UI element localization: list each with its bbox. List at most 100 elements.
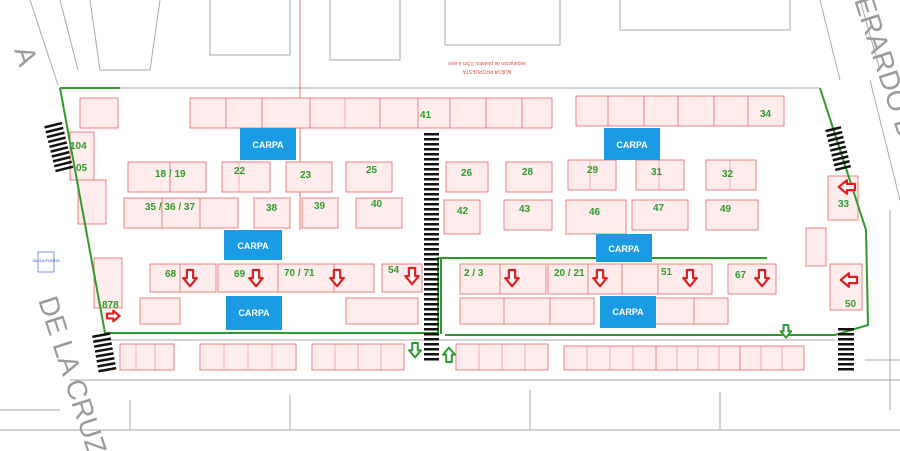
stall-label: 878: [102, 300, 119, 311]
crosswalk-stripe: [424, 203, 439, 206]
small-sign: [37, 251, 55, 273]
crosswalks: [44, 121, 854, 373]
crosswalk-stripe: [424, 198, 439, 201]
crosswalk-stripe: [424, 168, 439, 171]
stall-row: [677, 95, 715, 127]
crosswalk-stripe: [424, 313, 439, 316]
stall-label: 47: [653, 203, 665, 214]
note-line1: NUEVA PROPUESTA: [462, 68, 511, 74]
exit-arrow-icon: [682, 268, 698, 288]
crosswalk-stripe: [424, 238, 439, 241]
exit-arrow-icon: [754, 268, 770, 288]
carpa-label: CARPA: [237, 241, 269, 251]
crosswalk-stripe: [95, 352, 114, 358]
crosswalk-right-bottom: [838, 328, 854, 371]
entry-arrows: [408, 324, 793, 363]
stall-row: [747, 95, 785, 127]
crosswalk-stripe: [98, 366, 117, 373]
stall-row: [713, 95, 749, 127]
stall-row: [575, 95, 609, 127]
carpa-label: CARPA: [238, 308, 270, 318]
crosswalk-stripe: [47, 136, 66, 144]
crosswalk-stripe: [51, 150, 70, 158]
stall-row: [635, 159, 685, 191]
stall-row: [161, 197, 201, 229]
crosswalk-stripe: [424, 288, 439, 291]
stall-row: [621, 263, 659, 295]
stall-row: [79, 97, 119, 129]
crosswalk-stripe: [424, 303, 439, 306]
crosswalk-stripe: [834, 164, 852, 172]
crosswalk-stripe: [424, 308, 439, 311]
stall-label: 18 / 19: [155, 169, 186, 180]
carpa-label: CARPA: [608, 244, 640, 254]
street-outlines: [0, 0, 900, 431]
stall-row: [449, 97, 487, 129]
stall-row: [643, 95, 679, 127]
crosswalk-stripe: [424, 268, 439, 271]
exit-arrow-icon: [839, 272, 859, 288]
crosswalk-stripe: [838, 343, 854, 346]
exit-arrow-icon: [592, 268, 608, 288]
crosswalk-stripe: [424, 338, 439, 341]
stall-row: [459, 297, 505, 325]
crosswalk-stripe: [93, 337, 112, 343]
crosswalk-stripe: [424, 243, 439, 246]
crosswalk-left-top: [44, 121, 74, 173]
crosswalk-stripe: [94, 347, 113, 353]
crosswalk-stripe: [838, 333, 854, 336]
stall-row: [345, 297, 419, 325]
carpa-tent: [596, 234, 652, 262]
crosswalk-stripe: [424, 138, 439, 141]
stall-row: [199, 197, 239, 229]
exit-arrow-icon: [504, 268, 520, 288]
crosswalk-stripe: [424, 193, 439, 196]
street-name-left-partial: A: [8, 42, 43, 70]
crosswalk-stripe: [424, 218, 439, 221]
stall-row: [355, 197, 403, 229]
crosswalk-stripe: [45, 126, 64, 134]
crosswalk-stripe: [92, 332, 111, 339]
stall-row: [739, 345, 805, 371]
stall-row: [829, 263, 863, 311]
stall-row: [189, 97, 227, 129]
crosswalk-stripe: [424, 158, 439, 161]
stall-label: 51: [661, 267, 673, 278]
stall-label: 22: [234, 166, 246, 177]
crosswalk-stripe: [831, 150, 848, 157]
carpa-label: CARPA: [612, 307, 644, 317]
crosswalk-stripe: [826, 130, 843, 138]
stall-row: [277, 263, 335, 293]
stall-row: [77, 179, 107, 225]
crosswalk-stripe: [838, 348, 854, 351]
stall-row: [485, 97, 523, 129]
crosswalk-stripe: [96, 357, 115, 363]
stall-label: 50: [845, 299, 857, 310]
entry-arrow-icon: [442, 346, 456, 363]
crosswalk-stripe: [424, 353, 439, 356]
crosswalk-stripe: [424, 183, 439, 186]
crosswalk-stripe: [50, 146, 69, 153]
crosswalk-stripe: [55, 165, 74, 173]
stall-label: 70 / 71: [284, 268, 315, 279]
exit-arrow-icon: [248, 268, 264, 288]
stall-row: [261, 97, 311, 129]
exit-arrow-icon: [105, 309, 121, 323]
crosswalk-stripe: [424, 153, 439, 156]
stall-row: [221, 161, 271, 193]
stall-row: [693, 297, 729, 325]
crosswalk-stripe: [424, 258, 439, 261]
crosswalk-stripe: [93, 342, 113, 348]
exit-arrow-icon: [404, 266, 420, 286]
stall-label: 05: [76, 163, 88, 174]
stall-row: [285, 161, 333, 193]
crosswalk-stripe: [49, 141, 68, 149]
stall-label: 41: [420, 110, 432, 121]
stall-row: [547, 263, 589, 295]
crosswalk-stripe: [838, 368, 854, 371]
crosswalk-stripe: [97, 361, 116, 368]
stall-row: [119, 343, 175, 371]
stall-row: [631, 199, 689, 231]
crosswalk-stripe: [424, 253, 439, 256]
